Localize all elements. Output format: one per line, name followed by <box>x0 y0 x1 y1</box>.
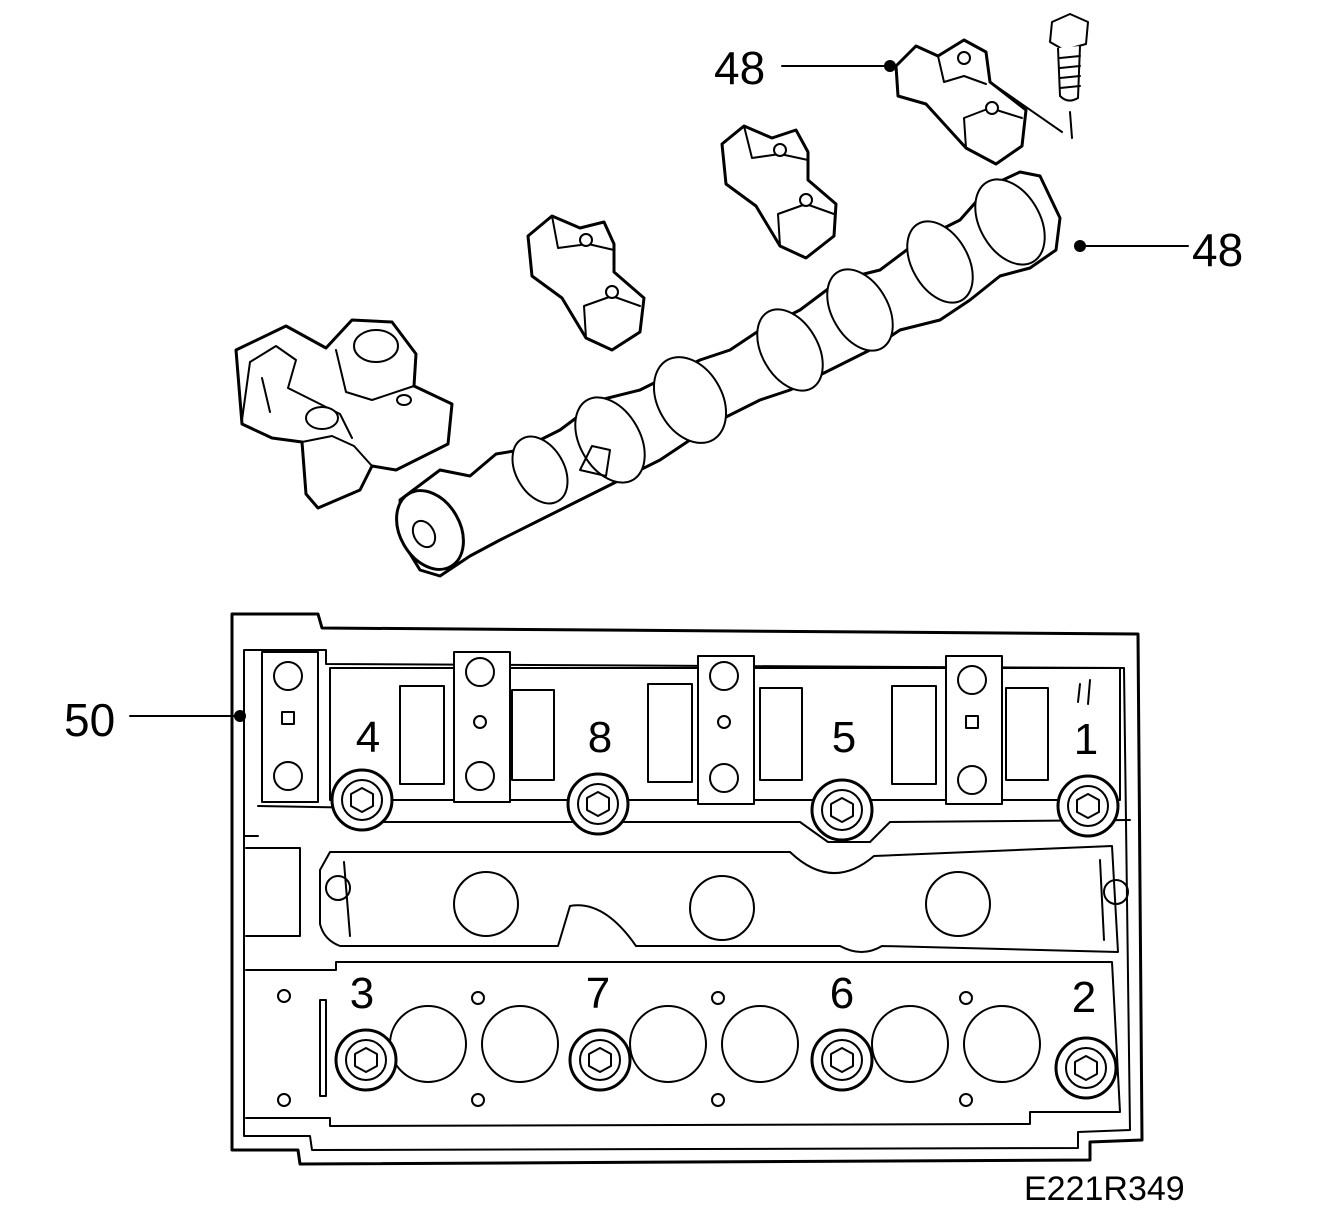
callout-label-48-cap: 48 <box>714 42 765 94</box>
cylinder-head <box>230 612 1144 1166</box>
bearing-cap-front <box>234 318 454 510</box>
tightening-sequence: 1 2 3 4 5 6 7 8 <box>350 713 1098 1022</box>
sequence-number-6: 6 <box>830 969 854 1018</box>
bearing-cap-middle-left <box>526 214 646 352</box>
callout-camshaft: 48 <box>1074 224 1243 276</box>
callout-cylinder-head: 50 <box>64 694 246 746</box>
sequence-number-3: 3 <box>350 969 374 1018</box>
sequence-number-8: 8 <box>588 713 612 762</box>
bolt-part <box>1049 13 1089 139</box>
head-bolt-4 <box>330 768 394 832</box>
sequence-number-7: 7 <box>586 969 610 1018</box>
head-cap-3 <box>697 655 755 805</box>
sequence-number-4: 4 <box>356 713 380 762</box>
head-bolt-2 <box>1054 1036 1118 1100</box>
head-cap-1 <box>261 651 319 803</box>
sequence-number-1: 1 <box>1074 715 1098 764</box>
sequence-number-2: 2 <box>1072 973 1096 1022</box>
head-cap-4 <box>945 655 1003 805</box>
head-bolt-7 <box>568 1028 632 1092</box>
camshaft-part <box>395 170 1062 578</box>
head-bolt-5 <box>810 778 874 842</box>
callout-bearing-cap: 48 <box>714 42 896 94</box>
head-bolt-6 <box>810 1028 874 1092</box>
bearing-cap-middle-right <box>720 124 838 260</box>
callout-label-50: 50 <box>64 694 115 746</box>
head-bolt-1 <box>1056 774 1120 838</box>
bearing-cap-rear <box>894 38 1063 166</box>
head-cap-2 <box>453 651 511 803</box>
sequence-number-5: 5 <box>832 713 856 762</box>
callout-label-48-camshaft: 48 <box>1192 224 1243 276</box>
head-bolt-8 <box>566 772 630 836</box>
head-bolt-3 <box>334 1028 398 1092</box>
figure-code: E221R349 <box>1024 1170 1185 1208</box>
